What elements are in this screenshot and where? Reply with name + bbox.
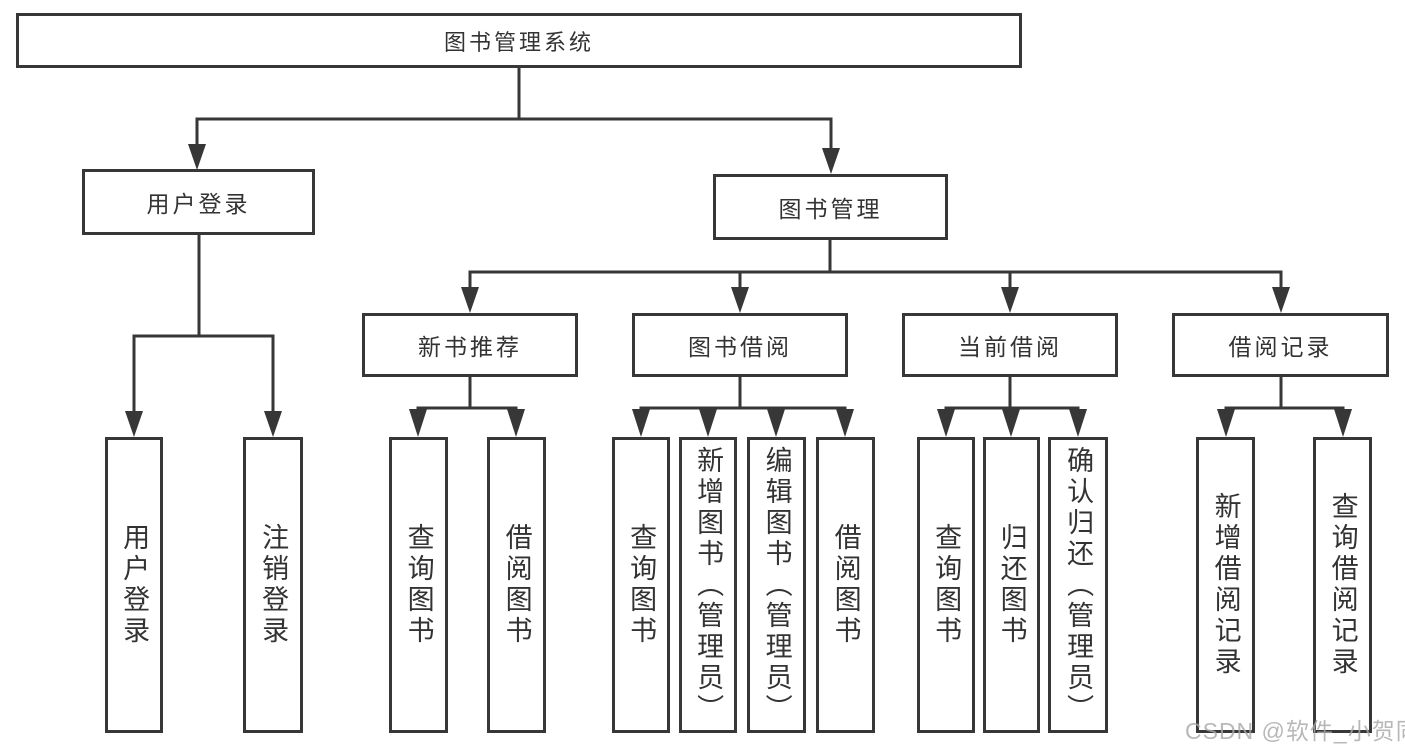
leaf-borrowing-edit-books-admin-label: 编辑图书（管理员） [761,445,792,725]
leaf-records-add-record-label: 新增借阅记录 [1210,492,1241,678]
leaf-current-query-books-label: 查询图书 [931,523,962,647]
node-root-library-system: 图书管理系统 [16,13,1022,68]
leaf-current-confirm-return-admin: 确认归还（管理员） [1048,437,1108,733]
leaf-records-query-record: 查询借阅记录 [1313,437,1372,733]
node-book-borrowing: 图书借阅 [632,313,848,377]
leaf-newbooks-borrow-books-label: 借阅图书 [501,523,532,647]
connector-records-to-leaves [1224,375,1345,410]
arrowheads-level3 [461,287,1290,313]
arrowheads-current-leaves [937,409,1087,437]
node-borrowing-records-label: 借阅记录 [1228,334,1333,360]
connector-management-to-level3 [468,238,1283,291]
leaf-newbooks-query-books-label: 查询图书 [403,523,434,647]
node-user-login-group: 用户登录 [82,169,315,235]
leaf-newbooks-query-books: 查询图书 [389,437,448,733]
leaf-logout-label: 注销登录 [258,523,289,647]
leaf-borrowing-add-books-admin-label: 新增图书（管理员） [693,445,724,725]
leaf-current-return-books: 归还图书 [983,437,1040,733]
node-book-management: 图书管理 [713,174,948,240]
node-new-book-recommendation-label: 新书推荐 [418,334,522,360]
arrowheads-level2 [188,144,840,174]
arrowheads-newbooks-leaves [409,409,525,437]
connector-current-to-leaves [944,375,1080,410]
leaf-logout: 注销登录 [243,437,303,733]
leaf-borrowing-edit-books-admin: 编辑图书（管理员） [747,437,806,733]
leaf-user-login-label: 用户登录 [119,523,150,647]
connector-borrowing-to-leaves [639,375,847,410]
leaf-borrowing-add-books-admin: 新增图书（管理员） [679,437,737,733]
leaf-borrowing-query-books-label: 查询图书 [626,523,657,647]
connector-root-to-level2 [195,66,833,151]
leaf-current-return-books-label: 归还图书 [996,523,1027,647]
leaf-records-query-record-label: 查询借阅记录 [1327,492,1358,678]
node-new-book-recommendation: 新书推荐 [362,313,578,377]
node-user-login-group-label: 用户登录 [146,191,251,217]
leaf-borrowing-query-books: 查询图书 [612,437,670,733]
leaf-current-query-books: 查询图书 [917,437,975,733]
node-borrowing-records: 借阅记录 [1172,313,1389,377]
node-book-management-label: 图书管理 [778,196,883,222]
leaf-current-confirm-return-admin-label: 确认归还（管理员） [1063,445,1094,725]
csdn-watermark: CSDN @软件_小贺同学 [1185,718,1405,744]
arrowheads-records-leaves [1217,409,1352,437]
leaf-borrowing-borrow-books-label: 借阅图书 [830,523,861,647]
node-root-label: 图书管理系统 [443,29,594,55]
leaf-newbooks-borrow-books: 借阅图书 [487,437,546,733]
node-current-borrowing: 当前借阅 [902,313,1118,377]
node-current-borrowing-label: 当前借阅 [958,334,1062,360]
arrowheads-borrowing-leaves [632,409,854,437]
connector-newbooks-to-leaves [416,375,518,410]
leaf-borrowing-borrow-books: 借阅图书 [816,437,875,733]
arrowheads-login-leaves [125,411,282,437]
connector-login-to-leaves [132,233,275,415]
node-book-borrowing-label: 图书借阅 [688,334,792,360]
leaf-user-login: 用户登录 [105,437,163,733]
leaf-records-add-record: 新增借阅记录 [1196,437,1255,733]
